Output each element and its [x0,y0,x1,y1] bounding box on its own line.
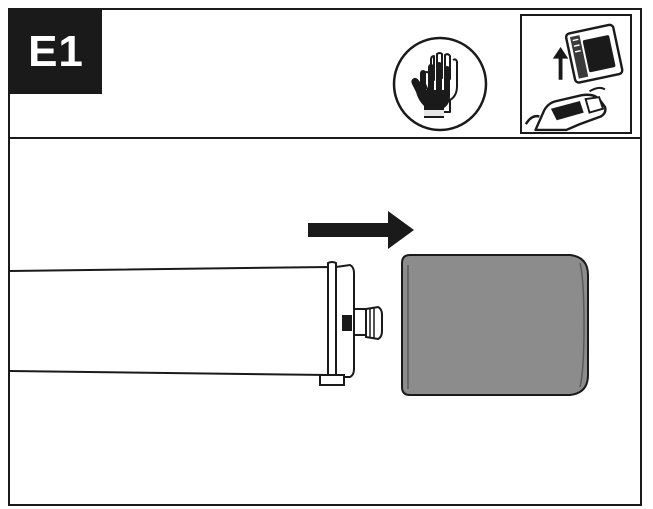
panel-header: E1 [10,10,640,139]
step-badge: E1 [10,10,102,94]
end-cap [401,254,589,396]
battery-removal-icon [520,14,632,134]
motor-tube [10,261,355,386]
gloves-icon [392,36,488,132]
instruction-panel: E1 [8,8,642,506]
assembly-illustration [10,211,589,396]
drive-shaft [342,305,383,341]
arrow-right-icon [308,211,414,249]
